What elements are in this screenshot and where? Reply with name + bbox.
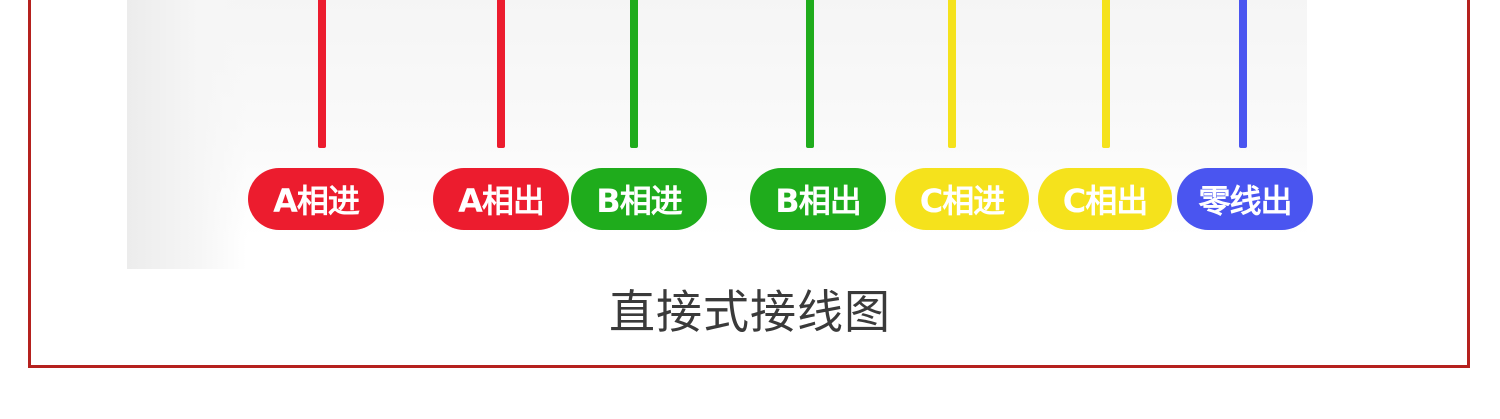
wire-neutral-out [1239, 0, 1247, 148]
wire-a-in [318, 0, 326, 148]
wire-b-out [806, 0, 814, 148]
diagram-caption: 直接式接线图 [609, 285, 891, 339]
terminal-label-c-out: C相出 [1038, 168, 1172, 230]
wire-c-in [948, 0, 956, 148]
wire-a-out [497, 0, 505, 148]
meter-photo-shadow [127, 0, 247, 269]
terminal-label-neutral-out: 零线出 [1177, 168, 1313, 230]
terminal-label-a-out: A相出 [433, 168, 569, 230]
terminal-label-b-out: B相出 [750, 168, 886, 230]
terminal-label-b-in: B相进 [571, 168, 707, 230]
terminal-label-a-in: A相进 [248, 168, 384, 230]
wire-c-out [1102, 0, 1110, 148]
terminal-label-c-in: C相进 [895, 168, 1029, 230]
wire-b-in [630, 0, 638, 148]
